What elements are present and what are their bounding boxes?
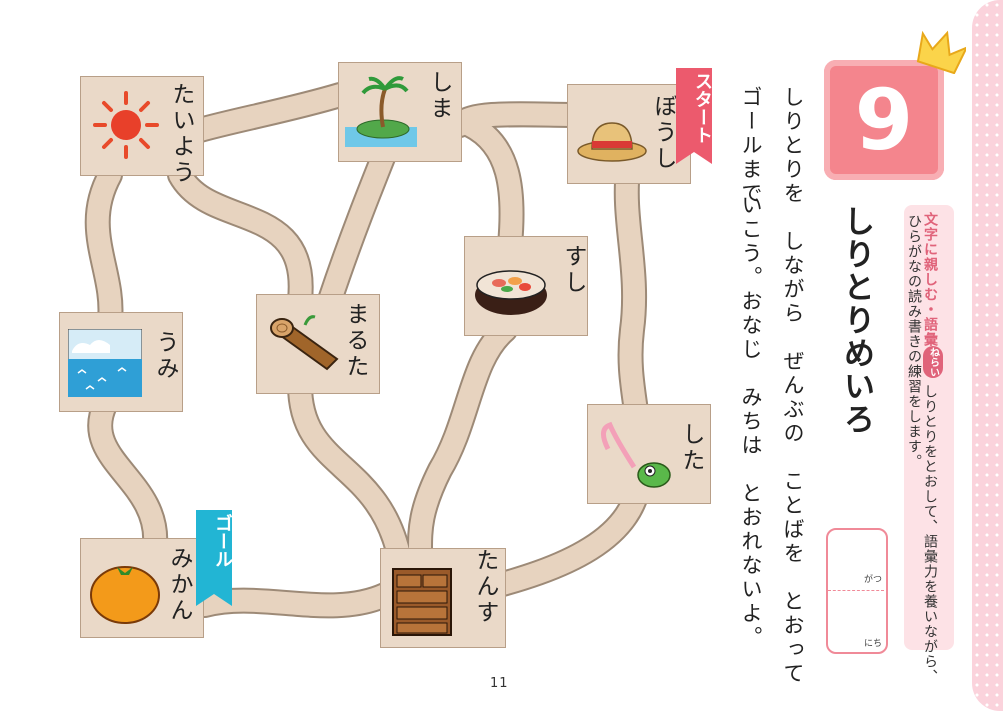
instruction-line-2: ゴールまで <box>739 86 763 206</box>
card-sushi <box>464 236 588 336</box>
aim-box <box>904 205 954 650</box>
card-maruta <box>256 294 380 394</box>
date-separator <box>828 590 884 591</box>
word-sushi: すし <box>560 244 586 296</box>
aim-text-1: しりとりをとおして、語彙力を養いながら、 <box>922 384 938 684</box>
sea-icon <box>68 329 142 397</box>
word-taiyou: たいよう <box>168 82 194 186</box>
card-taiyou <box>80 76 204 176</box>
card-umi <box>59 312 183 412</box>
mandarin-orange-icon <box>90 566 160 624</box>
lesson-number: 9 <box>854 71 914 169</box>
card-tansu <box>380 548 506 648</box>
word-shima: しま <box>426 70 452 122</box>
start-ribbon: スタート <box>676 68 713 164</box>
word-mikan: みかん <box>166 546 192 624</box>
instruction-line-3: いこう。おなじ みちは とおれないよ。 <box>739 194 763 650</box>
goal-label: ゴール <box>212 514 233 568</box>
lesson-badge: 9 <box>824 60 944 180</box>
sun-icon <box>93 91 159 159</box>
chest-of-drawers-icon <box>392 568 452 636</box>
word-shita: した <box>678 422 704 474</box>
decorative-strip <box>972 0 1003 711</box>
sushi-icon <box>475 270 547 315</box>
card-shita <box>587 404 711 504</box>
log-icon <box>270 315 339 371</box>
page-number: 11 <box>490 676 509 691</box>
card-boushi <box>567 84 691 184</box>
category-heading: 文字に親しむ・語彙 <box>922 212 938 347</box>
island-icon <box>345 76 417 147</box>
page-title: しりとりめいろ <box>838 205 874 436</box>
aim-text-2: ひらがなの読み書きの練習をします。 <box>906 214 922 469</box>
word-boushi: ぼうし <box>650 94 676 172</box>
chameleon-icon <box>601 421 671 488</box>
card-mikan <box>80 538 204 638</box>
date-box[interactable] <box>826 528 888 654</box>
aim-tag: ねらい <box>923 346 943 378</box>
start-label: スタート <box>692 72 713 144</box>
goal-ribbon: ゴール <box>196 510 233 606</box>
instruction-line-1: しりとりを しながら ぜんぶの ことばを とおって <box>781 86 805 686</box>
card-shima <box>338 62 462 162</box>
day-label: にち <box>864 639 883 649</box>
month-label: がつ <box>864 575 883 585</box>
word-umi: うみ <box>152 330 178 382</box>
word-tansu: たんす <box>472 548 498 626</box>
crown-icon <box>916 30 966 74</box>
straw-hat-icon <box>577 122 647 162</box>
word-maruta: まるた <box>342 302 368 380</box>
